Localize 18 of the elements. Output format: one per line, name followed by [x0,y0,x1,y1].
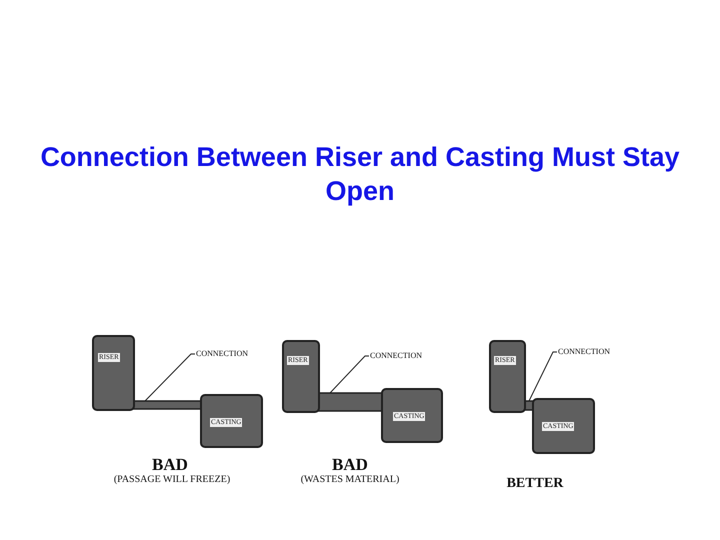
metal-block [282,340,320,413]
note-text: (WASTES MATERIAL) [300,474,400,485]
verdict-text: BETTER [506,476,564,492]
leader-line [330,356,370,394]
leader-line [528,352,558,402]
leader-line [144,354,196,402]
metal-block [200,394,263,448]
note-text: (PASSAGE WILL FREEZE) [114,474,230,485]
callout-text: CONNECTION [558,347,610,357]
verdict-text: BAD [152,455,188,475]
metal-block [532,398,595,454]
callout-text: CONNECTION [370,351,422,361]
title: Connection Between Riser and Casting Must Stay Open [39,141,681,208]
metal-block [489,340,526,413]
verdict-text: BAD [332,455,368,475]
metal-block [92,335,135,411]
callout-text: CONNECTION [196,349,248,359]
metal-block [381,388,443,443]
